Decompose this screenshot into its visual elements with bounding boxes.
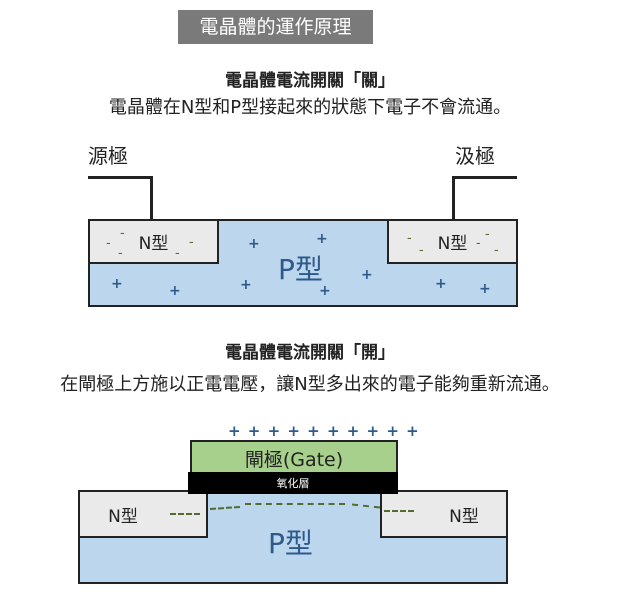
hole: +	[248, 236, 260, 252]
electron: -	[118, 246, 123, 261]
hole: +	[240, 277, 252, 293]
on-heading: 電晶體電流開關「開」	[225, 343, 395, 363]
electron-channel	[245, 503, 345, 505]
electron: -	[120, 226, 125, 241]
source-label: 源極	[88, 144, 128, 168]
n-label: N型	[138, 234, 169, 254]
electron: -	[407, 231, 412, 246]
n-label: N型	[437, 234, 468, 254]
electron: -	[106, 236, 111, 251]
hole: +	[111, 276, 123, 292]
hole: +	[316, 231, 328, 247]
hole: +	[435, 276, 447, 292]
electron: -	[485, 227, 490, 242]
electron: -	[494, 243, 499, 258]
hole: +	[319, 283, 331, 299]
n-region-right-on: N型	[380, 490, 508, 538]
source-lead-vertical	[150, 176, 153, 221]
n-region-left-off: N型	[88, 219, 219, 264]
drain-lead	[452, 176, 517, 179]
off-description: 電晶體在N型和P型接起來的狀態下電子不會流通。	[108, 97, 512, 118]
electron: -	[175, 246, 180, 261]
electron: -	[189, 235, 194, 250]
electron: -	[476, 236, 481, 251]
drain-label: 汲極	[455, 144, 495, 168]
drain-lead-vertical	[452, 176, 455, 221]
p-label-on: P型	[268, 527, 313, 560]
on-description: 在閘極上方施以正電電壓，讓N型多出來的電子能夠重新流通。	[60, 374, 560, 395]
gate-charges: + + + + + + + + + +	[228, 422, 420, 440]
oxide-layer: 氧化層	[188, 472, 398, 494]
electron-channel	[170, 513, 200, 515]
gate-label: 閘極(Gate)	[244, 448, 344, 471]
off-heading: 電晶體電流開關「關」	[225, 71, 395, 91]
electron: -	[419, 243, 424, 258]
source-lead	[88, 176, 153, 179]
p-label-off: P型	[278, 253, 323, 286]
hole: +	[479, 281, 491, 297]
n-label: N型	[449, 506, 479, 527]
diagram-title: 電晶體的運作原理	[178, 10, 373, 44]
electron-channel	[384, 510, 414, 512]
hole: +	[169, 283, 181, 299]
gate: 閘極(Gate)	[190, 440, 398, 474]
hole: +	[361, 267, 373, 283]
n-label: N型	[108, 506, 138, 527]
oxide-label: 氧化層	[276, 477, 310, 490]
n-region-right-off: N型	[387, 219, 518, 264]
